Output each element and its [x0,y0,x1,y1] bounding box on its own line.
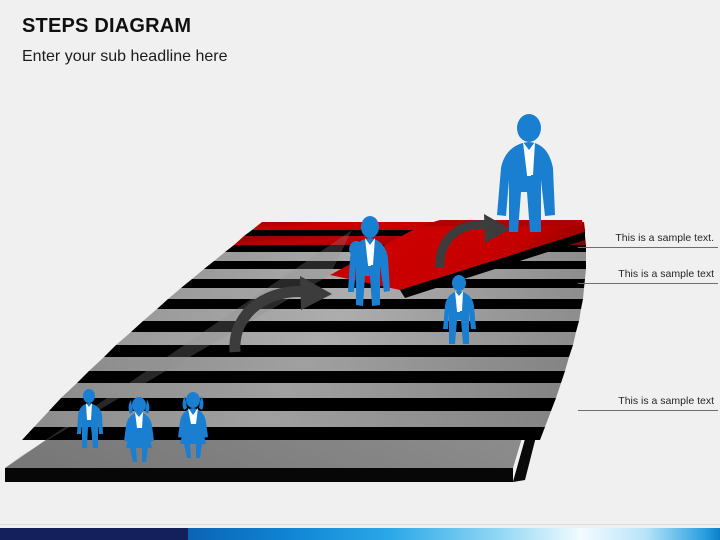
callout-3-text: This is a sample text [618,395,714,407]
figure-midstep-man [348,216,390,306]
arrow-lower [229,276,332,353]
step-2-riser [49,398,556,411]
footer-bar [0,528,720,540]
figure-ground-woman-2 [178,392,208,458]
summit-plateau [330,220,585,298]
summit-red-surface [330,226,585,290]
callout-1[interactable]: This is a sample text. [578,232,718,248]
callout-2[interactable]: This is a sample text [578,268,718,284]
footer-bar-navy [0,528,188,540]
footer-bar-gradient [188,528,720,540]
arrow-upper [435,214,510,269]
figure-red-step-man [443,275,476,344]
step-4-riser [104,345,573,357]
step-6-riser [157,299,583,309]
step-3-tread [89,357,569,371]
figure-summit-man [497,114,555,232]
footer-divider [0,524,720,525]
step-5-tread [143,309,581,321]
callout-1-line [578,247,718,248]
step-2-tread [61,383,561,398]
page-title: STEPS DIAGRAM [22,15,192,37]
step-5-riser [131,321,579,332]
base-front-face [5,468,513,482]
callout-3[interactable]: This is a sample text [578,395,718,411]
callout-2-line [578,283,718,284]
step-1-tread [34,411,551,427]
step-3-riser [77,371,565,383]
page-subtitle: Enter your sub headline here [22,48,228,65]
figure-ground-man [77,389,103,448]
summit-red-step-riser [400,232,585,298]
step-4-tread [116,332,576,345]
figure-ground-woman-1 [124,397,154,462]
callout-3-line [578,410,718,411]
callout-1-text: This is a sample text. [615,232,714,244]
callout-2-text: This is a sample text [618,268,714,280]
